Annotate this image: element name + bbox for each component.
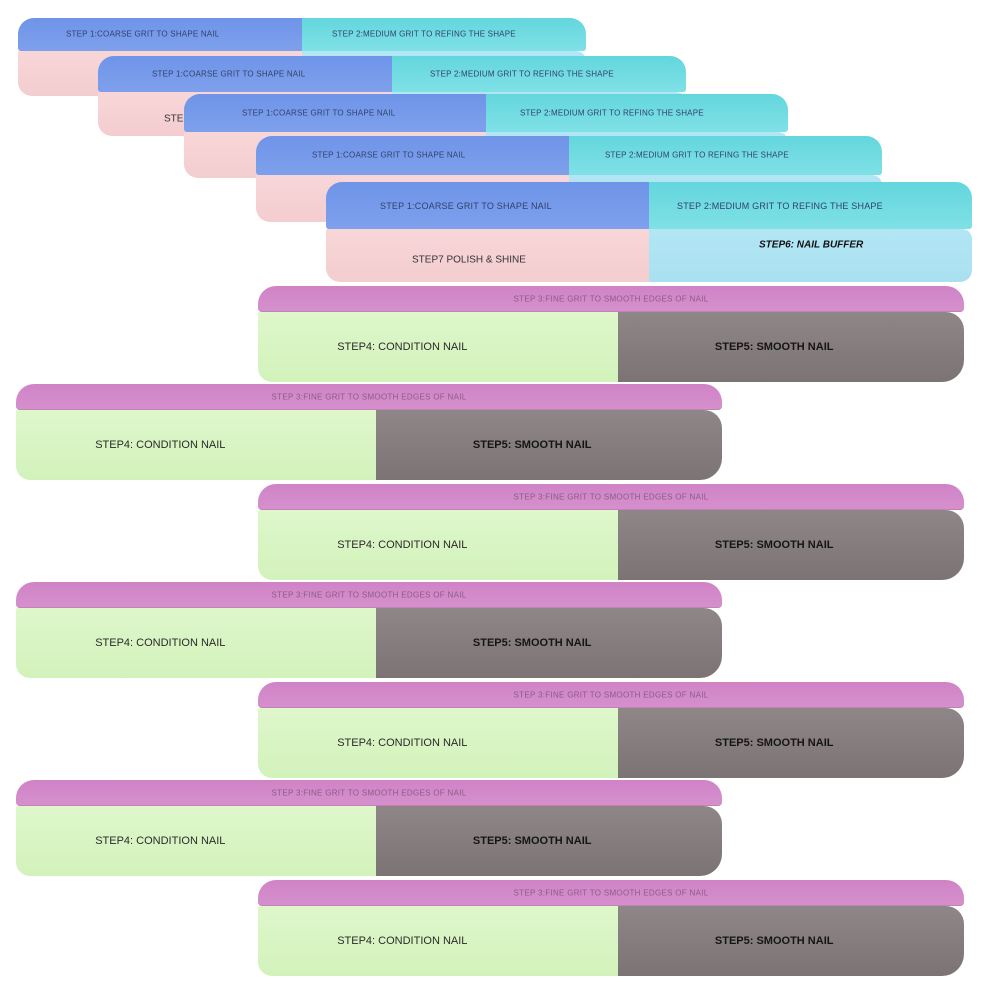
step5-label: STEP5: SMOOTH NAIL	[472, 438, 592, 451]
step1-label: STEP 1:COARSE GRIT TO SHAPE NAIL	[312, 150, 466, 160]
block-side-face: STEP4: CONDITION NAIL STEP5: SMOOTH NAIL	[16, 607, 722, 678]
step2-label: STEP 2:MEDIUM GRIT TO REFING THE SHAPE	[520, 108, 704, 118]
block-top-face: STEP 3:FINE GRIT TO SMOOTH EDGES OF NAIL	[258, 880, 964, 906]
buffer-block-pink-7: STEP 3:FINE GRIT TO SMOOTH EDGES OF NAIL…	[258, 880, 964, 976]
step1-label: STEP 1:COARSE GRIT TO SHAPE NAIL	[66, 29, 220, 39]
step3-label: STEP 3:FINE GRIT TO SMOOTH EDGES OF NAIL	[513, 492, 709, 502]
block-top-face: STEP 1:COARSE GRIT TO SHAPE NAIL STEP 2:…	[256, 136, 882, 175]
step5-label: STEP5: SMOOTH NAIL	[472, 834, 592, 847]
buffer-block-pink-3: STEP 3:FINE GRIT TO SMOOTH EDGES OF NAIL…	[258, 484, 964, 580]
step5-label: STEP5: SMOOTH NAIL	[472, 636, 592, 649]
step1-label: STEP 1:COARSE GRIT TO SHAPE NAIL	[242, 108, 396, 118]
step5-label: STEP5: SMOOTH NAIL	[714, 538, 834, 551]
step5-label: STEP5: SMOOTH NAIL	[714, 736, 834, 749]
buffer-block-pink-5: STEP 3:FINE GRIT TO SMOOTH EDGES OF NAIL…	[258, 682, 964, 778]
step7-label: STEP7 POLISH & SHINE	[412, 254, 526, 266]
block-top-face: STEP 1:COARSE GRIT TO SHAPE NAIL STEP 2:…	[184, 94, 788, 132]
step2-label: STEP 2:MEDIUM GRIT TO REFING THE SHAPE	[677, 200, 883, 211]
block-top-face: STEP 1:COARSE GRIT TO SHAPE NAIL STEP 2:…	[98, 56, 686, 92]
step2-label: STEP 2:MEDIUM GRIT TO REFING THE SHAPE	[332, 29, 516, 39]
step4-label: STEP4: CONDITION NAIL	[95, 834, 226, 847]
step4-label: STEP4: CONDITION NAIL	[95, 438, 226, 451]
step3-label: STEP 3:FINE GRIT TO SMOOTH EDGES OF NAIL	[271, 590, 467, 600]
step1-label: STEP 1:COARSE GRIT TO SHAPE NAIL	[380, 200, 552, 211]
step3-label: STEP 3:FINE GRIT TO SMOOTH EDGES OF NAIL	[271, 788, 467, 798]
step4-label: STEP4: CONDITION NAIL	[337, 538, 468, 551]
buffer-block-pink-2: STEP 3:FINE GRIT TO SMOOTH EDGES OF NAIL…	[16, 384, 722, 480]
block-side-face: STEP4: CONDITION NAIL STEP5: SMOOTH NAIL	[258, 509, 964, 580]
block-side-face: STEP4: CONDITION NAIL STEP5: SMOOTH NAIL	[258, 905, 964, 976]
block-top-face: STEP 3:FINE GRIT TO SMOOTH EDGES OF NAIL	[16, 780, 722, 806]
buffer-block-blue-5: STEP 1:COARSE GRIT TO SHAPE NAIL STEP 2:…	[326, 182, 972, 282]
block-top-face: STEP 1:COARSE GRIT TO SHAPE NAIL STEP 2:…	[326, 182, 972, 229]
block-side-face: STEP7 POLISH & SHINE STEP6: NAIL BUFFER	[326, 229, 972, 282]
step2-label: STEP 2:MEDIUM GRIT TO REFING THE SHAPE	[605, 150, 789, 160]
buffer-block-pink-4: STEP 3:FINE GRIT TO SMOOTH EDGES OF NAIL…	[16, 582, 722, 678]
step3-label: STEP 3:FINE GRIT TO SMOOTH EDGES OF NAIL	[513, 294, 709, 304]
step3-label: STEP 3:FINE GRIT TO SMOOTH EDGES OF NAIL	[513, 888, 709, 898]
block-top-face: STEP 3:FINE GRIT TO SMOOTH EDGES OF NAIL	[258, 484, 964, 510]
step4-label: STEP4: CONDITION NAIL	[337, 340, 468, 353]
block-side-face: STEP4: CONDITION NAIL STEP5: SMOOTH NAIL	[258, 311, 964, 382]
step6-label: STEP6: NAIL BUFFER	[759, 239, 864, 251]
block-side-face: STEP4: CONDITION NAIL STEP5: SMOOTH NAIL	[16, 409, 722, 480]
block-top-face: STEP 3:FINE GRIT TO SMOOTH EDGES OF NAIL	[16, 384, 722, 410]
step5-label: STEP5: SMOOTH NAIL	[714, 934, 834, 947]
step3-label: STEP 3:FINE GRIT TO SMOOTH EDGES OF NAIL	[513, 690, 709, 700]
block-side-face: STEP4: CONDITION NAIL STEP5: SMOOTH NAIL	[16, 805, 722, 876]
step4-label: STEP4: CONDITION NAIL	[95, 636, 226, 649]
buffer-block-pink-1: STEP 3:FINE GRIT TO SMOOTH EDGES OF NAIL…	[258, 286, 964, 382]
step5-label: STEP5: SMOOTH NAIL	[714, 340, 834, 353]
step1-label: STEP 1:COARSE GRIT TO SHAPE NAIL	[152, 69, 306, 79]
step3-label: STEP 3:FINE GRIT TO SMOOTH EDGES OF NAIL	[271, 392, 467, 402]
block-side-face: STEP4: CONDITION NAIL STEP5: SMOOTH NAIL	[258, 707, 964, 778]
block-top-face: STEP 1:COARSE GRIT TO SHAPE NAIL STEP 2:…	[18, 18, 586, 51]
buffer-block-pink-6: STEP 3:FINE GRIT TO SMOOTH EDGES OF NAIL…	[16, 780, 722, 876]
block-top-face: STEP 3:FINE GRIT TO SMOOTH EDGES OF NAIL	[16, 582, 722, 608]
block-top-face: STEP 3:FINE GRIT TO SMOOTH EDGES OF NAIL	[258, 682, 964, 708]
step4-label: STEP4: CONDITION NAIL	[337, 934, 468, 947]
step2-label: STEP 2:MEDIUM GRIT TO REFING THE SHAPE	[430, 69, 614, 79]
step4-label: STEP4: CONDITION NAIL	[337, 736, 468, 749]
partial-step-label: STE	[164, 113, 184, 125]
block-top-face: STEP 3:FINE GRIT TO SMOOTH EDGES OF NAIL	[258, 286, 964, 312]
